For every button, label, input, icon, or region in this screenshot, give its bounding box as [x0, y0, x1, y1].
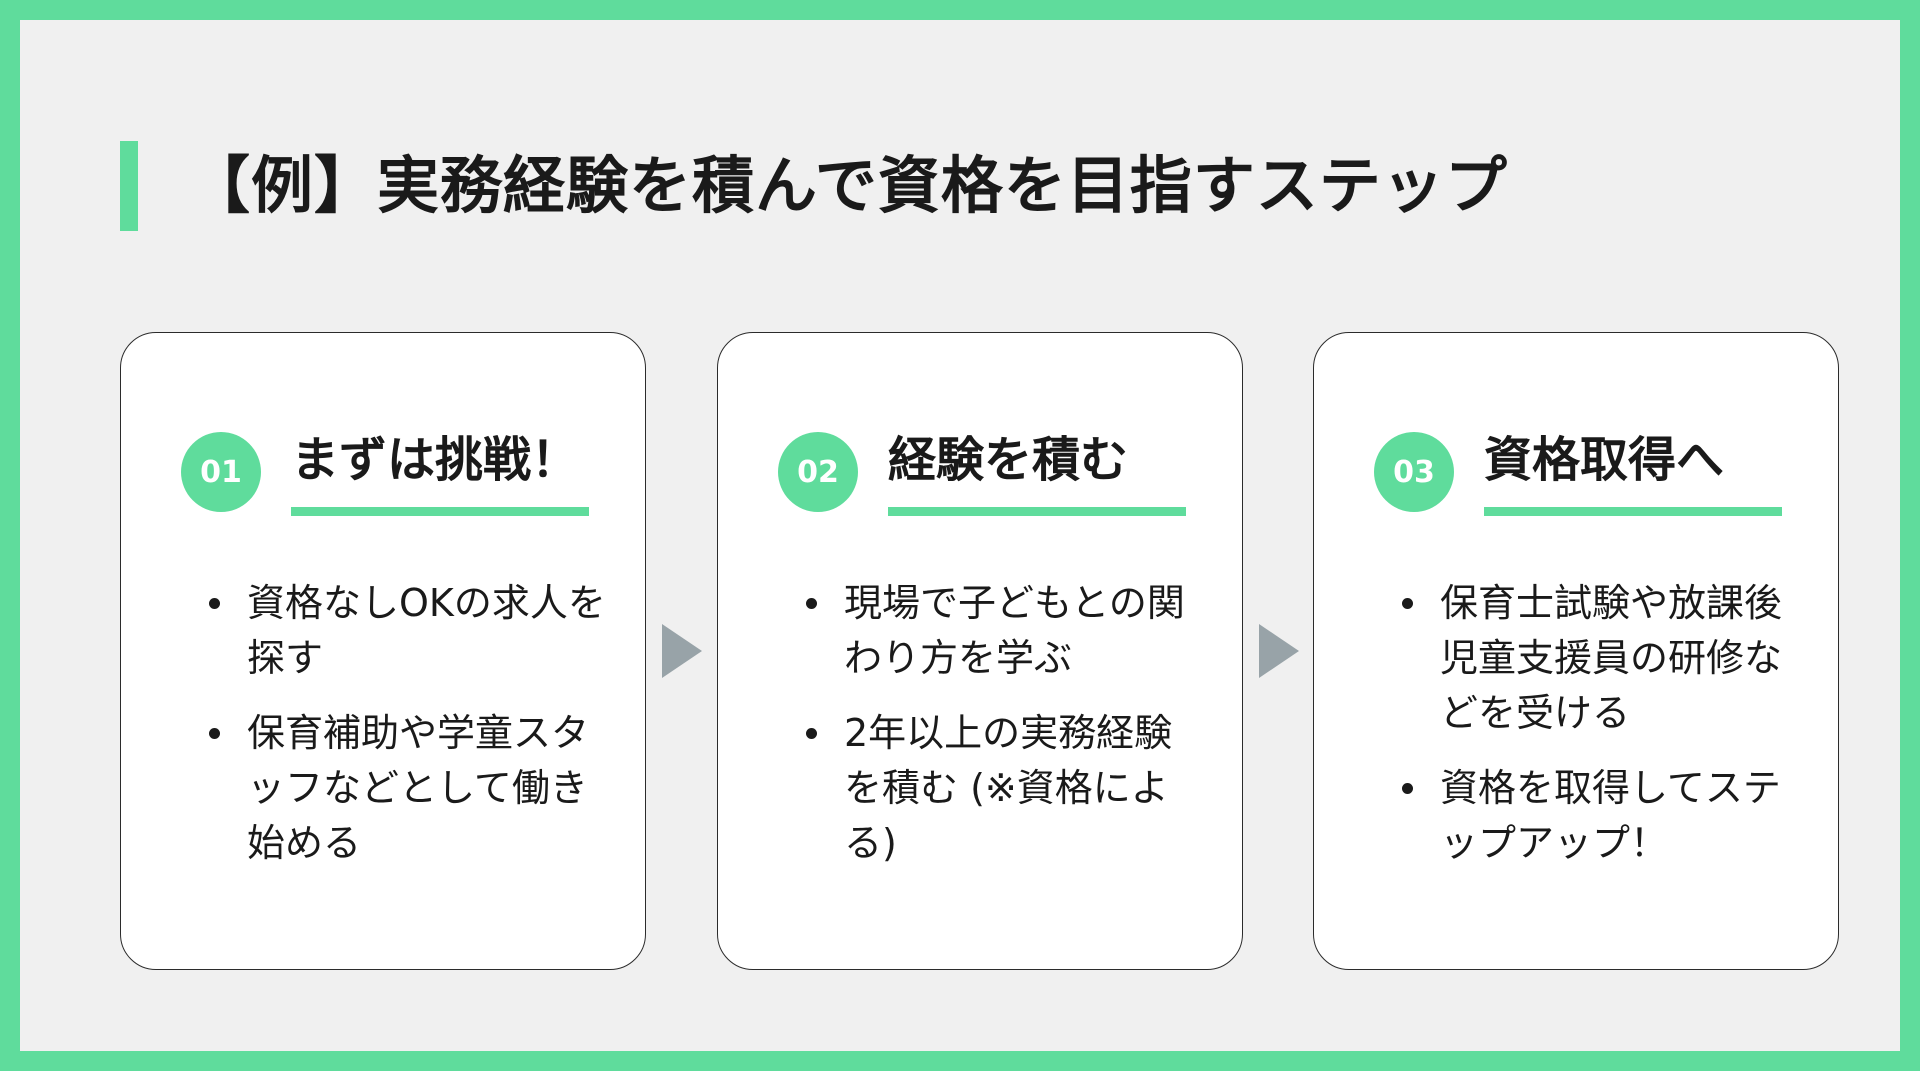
bullet-item: 資格を取得してステップアップ！ [1402, 761, 1802, 871]
bullet-item: 保育士試験や放課後児童支援員の研修などを受ける [1402, 576, 1802, 741]
bullet-text: 2年以上の実務経験を積む (※資格による) [844, 711, 1173, 865]
step-number-badge: 01 [181, 432, 261, 512]
bullet-text: 資格を取得してステップアップ！ [1440, 766, 1781, 865]
step-card-1: 01 まずは挑戦！ 資格なしOKの求人を探す 保育補助や学童スタッフなどとして働… [120, 332, 646, 970]
bullet-dot-icon [209, 598, 220, 609]
triangle-right-icon [662, 624, 702, 678]
step-title-underline [888, 507, 1186, 516]
slide-frame: 【例】実務経験を積んで資格を目指すステップ 01 まずは挑戦！ 資格なしOKの求… [20, 20, 1900, 1051]
bullet-item: 2年以上の実務経験を積む (※資格による) [806, 706, 1206, 871]
step-number-badge: 02 [778, 432, 858, 512]
step-bullet-list: 保育士試験や放課後児童支援員の研修などを受ける 資格を取得してステップアップ！ [1402, 576, 1802, 891]
bullet-text: 現場で子どもとの関わり方を学ぶ [844, 581, 1185, 680]
step-card-3: 03 資格取得へ 保育士試験や放課後児童支援員の研修などを受ける 資格を取得して… [1313, 332, 1839, 970]
bullet-text: 保育士試験や放課後児童支援員の研修などを受ける [1440, 581, 1783, 735]
step-title: 経験を積む [888, 432, 1129, 488]
step-title-underline [291, 507, 589, 516]
bullet-item: 資格なしOKの求人を探す [209, 576, 609, 686]
step-card-2: 02 経験を積む 現場で子どもとの関わり方を学ぶ 2年以上の実務経験を積む (※… [717, 332, 1243, 970]
bullet-dot-icon [806, 728, 817, 739]
bullet-dot-icon [806, 598, 817, 609]
step-number-badge: 03 [1374, 432, 1454, 512]
step-title: まずは挑戦！ [291, 432, 580, 488]
bullet-dot-icon [209, 728, 220, 739]
bullet-dot-icon [1402, 783, 1413, 794]
page-title: 【例】実務経験を積んで資格を目指すステップ [188, 149, 1508, 222]
step-bullet-list: 資格なしOKの求人を探す 保育補助や学童スタッフなどとして働き始める [209, 576, 609, 891]
bullet-item: 保育補助や学童スタッフなどとして働き始める [209, 706, 609, 871]
triangle-right-icon [1259, 624, 1299, 678]
bullet-dot-icon [1402, 598, 1413, 609]
step-bullet-list: 現場で子どもとの関わり方を学ぶ 2年以上の実務経験を積む (※資格による) [806, 576, 1206, 891]
step-title: 資格取得へ [1484, 432, 1725, 488]
bullet-text: 資格なしOKの求人を探す [247, 581, 606, 680]
step-title-underline [1484, 507, 1782, 516]
bullet-item: 現場で子どもとの関わり方を学ぶ [806, 576, 1206, 686]
title-accent-bar [120, 141, 138, 231]
bullet-text: 保育補助や学童スタッフなどとして働き始める [247, 711, 590, 865]
